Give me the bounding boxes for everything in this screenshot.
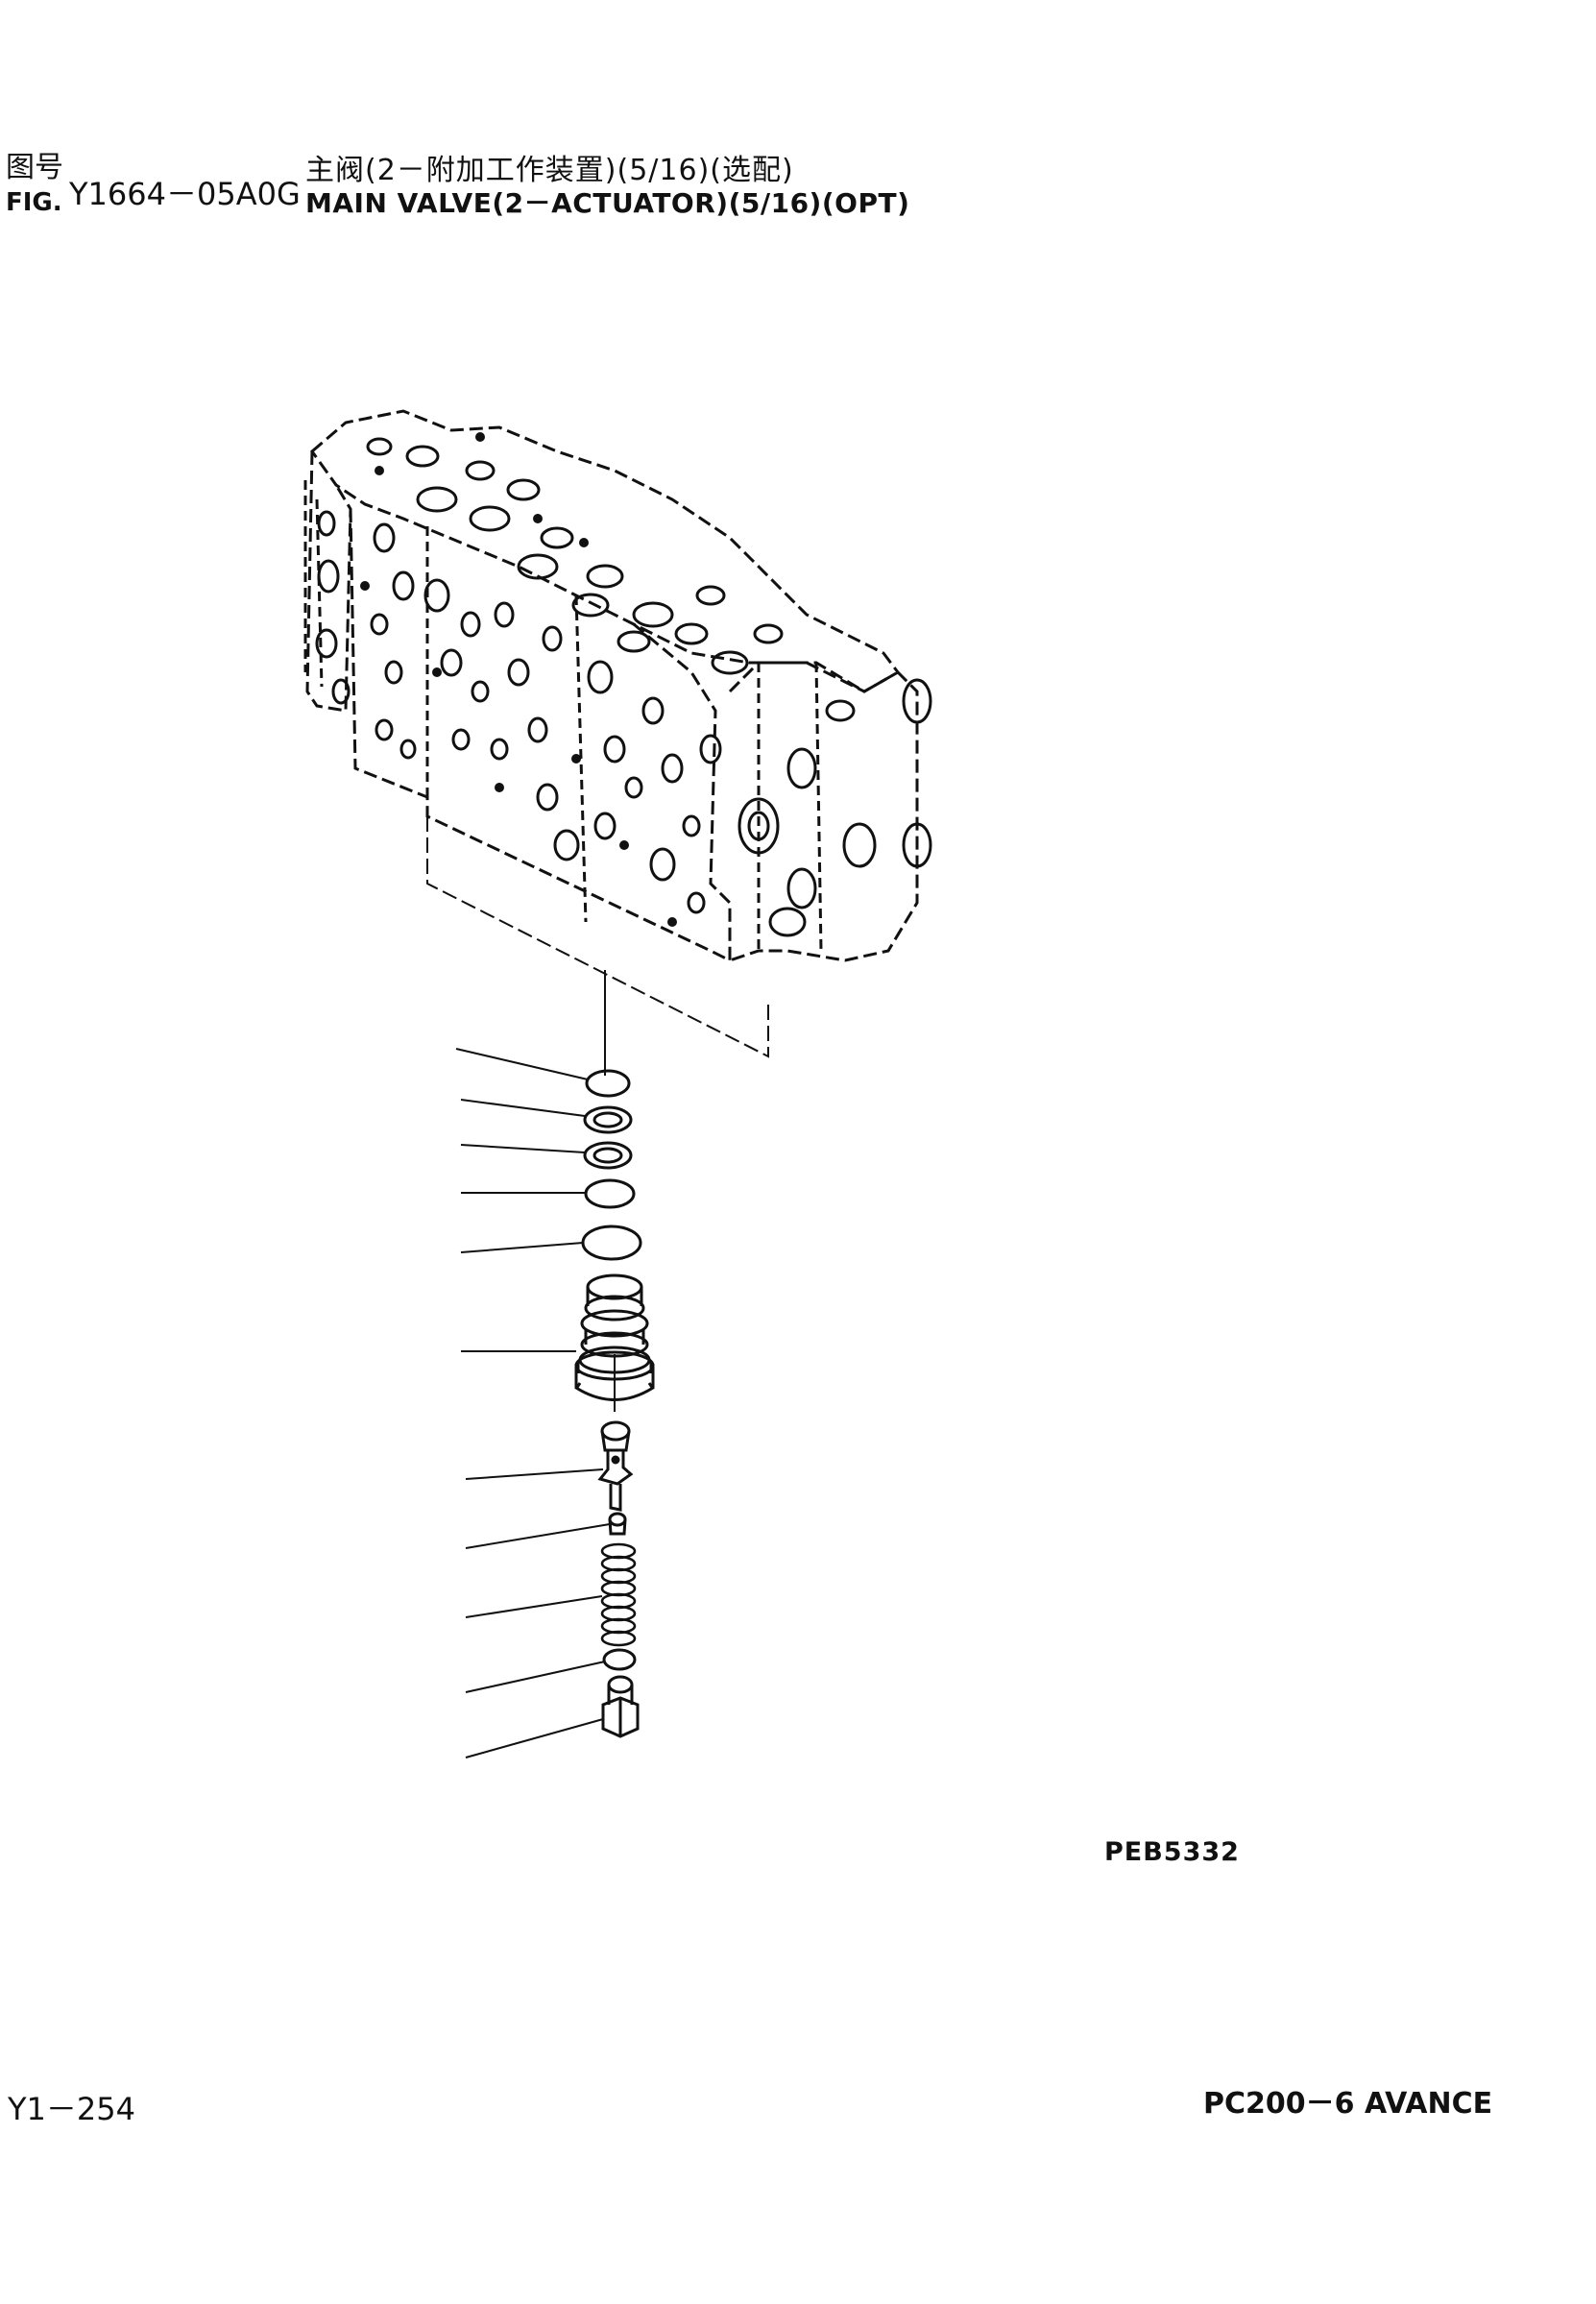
o-ring-5 xyxy=(581,1225,642,1261)
o-ring-4 xyxy=(584,1178,636,1209)
spring xyxy=(600,1542,637,1647)
figure-number: Y1664－05A0G xyxy=(69,176,301,212)
backup-ring-2 xyxy=(583,1105,633,1134)
illustration-code: PEB5332 xyxy=(1104,1837,1240,1867)
page-title-en: MAIN VALVE(2－ACTUATOR)(5/16)(OPT) xyxy=(305,187,910,219)
o-ring-1 xyxy=(585,1069,631,1098)
fig-label-zh: 图号 xyxy=(6,151,63,184)
main-valve-body xyxy=(303,409,932,963)
exploded-parts xyxy=(574,1069,655,1738)
fig-label-en: FIG. xyxy=(6,188,62,217)
machine-model: PC200－6 AVANCE xyxy=(1203,2087,1493,2121)
poppet xyxy=(597,1420,634,1512)
piston xyxy=(608,1512,627,1536)
assembly-axis-lines xyxy=(426,816,769,1076)
callout-leaders xyxy=(455,1048,611,1758)
adjusting-plug xyxy=(601,1675,640,1738)
page-number: Y1－254 xyxy=(8,2091,135,2127)
relief-valve-body xyxy=(574,1273,655,1412)
backup-ring-3 xyxy=(583,1141,633,1170)
o-ring-10 xyxy=(602,1648,637,1671)
page-title-zh: 主阀(2－附加工作装置)(5/16)(选配) xyxy=(305,154,794,187)
